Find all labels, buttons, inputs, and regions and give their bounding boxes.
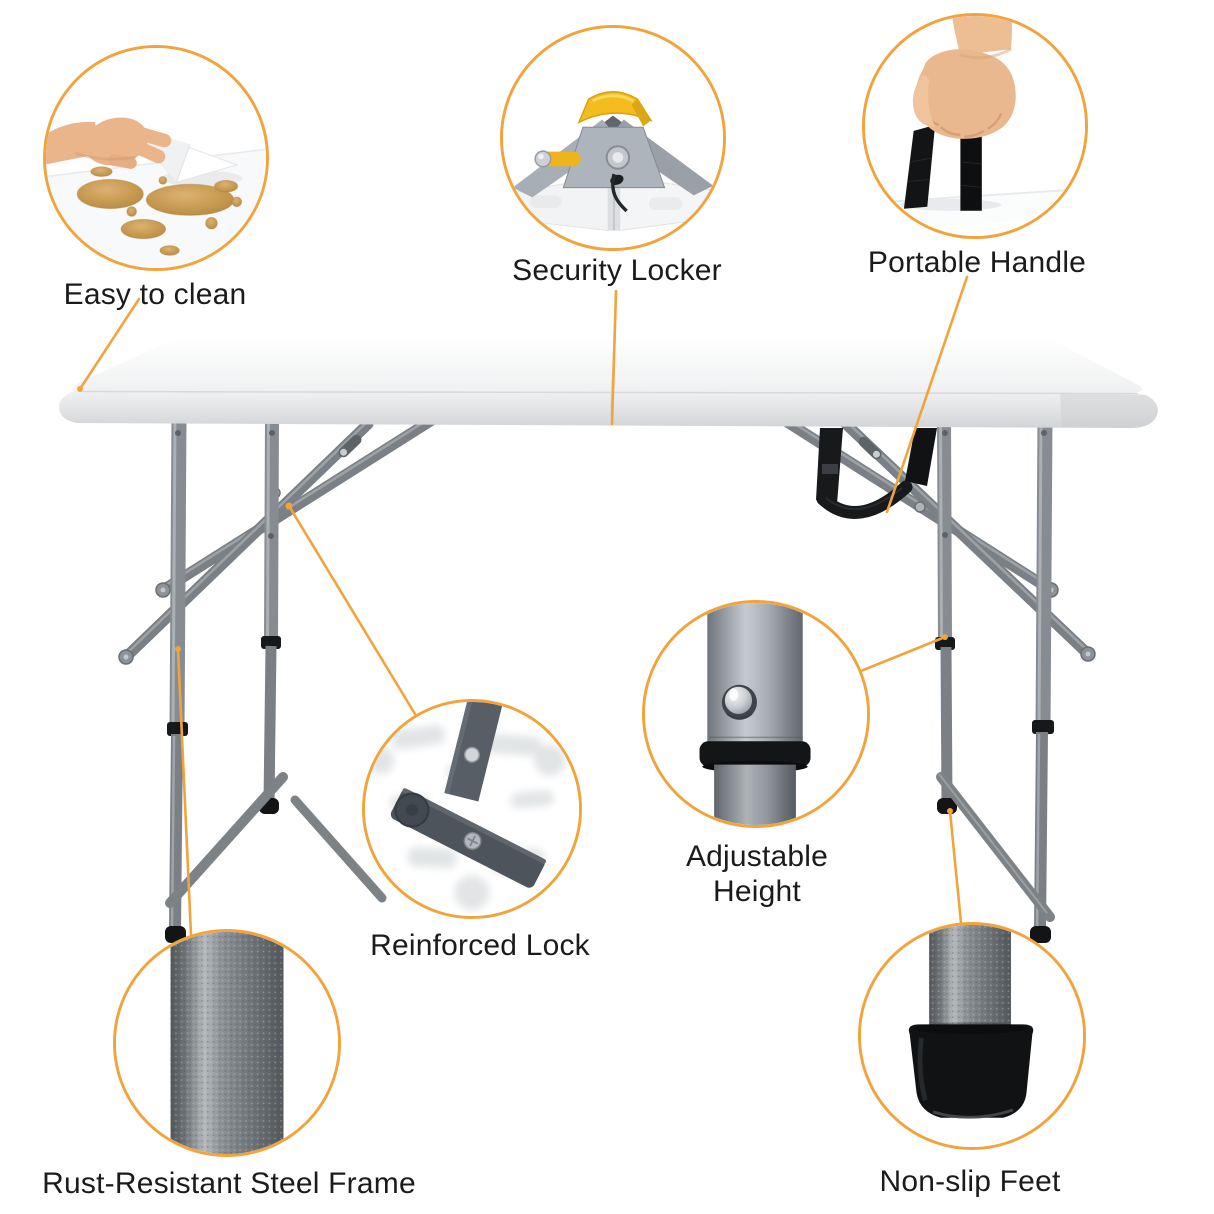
security-locker-icon [503,28,723,248]
table-top [59,337,1158,428]
lock-bar-upper [444,702,509,802]
leader-easy-clean [78,297,141,391]
security-locker-callout [500,25,726,251]
adjustable-height-icon [645,603,867,825]
adjustable-height-line1: Adjustable [685,840,829,873]
adjustable-height-label: Adjustable Height [627,839,887,909]
leg-lock-collar [1032,720,1054,734]
reinforced-lock-callout [362,699,582,919]
leader-reinforced-lock [287,504,417,716]
reinforced-lock-icon [365,702,579,916]
adjustable-height-line2: Height [713,875,801,908]
steel-frame-icon [116,932,338,1154]
easy-to-clean-label: Easy to clean [63,278,247,311]
non-slip-foot-icon [861,925,1083,1147]
hand [912,16,1016,139]
rust-resistant-label: Rust-Resistant Steel Frame [42,1167,416,1200]
leader-security-locker [610,289,618,426]
leader-rust-resistant [176,647,193,937]
portable-handle-callout [862,13,1088,239]
strap-loops [903,125,982,211]
leader-lines [77,275,969,937]
portable-handle-icon [865,16,1085,236]
height-lock-collar [699,741,811,767]
leg-lock-collar [261,636,281,649]
wipe-clean-icon [46,48,266,268]
carry-strap [816,428,937,519]
leader-portable-handle [885,275,969,514]
hand [46,117,172,169]
adjustable-height-callout [642,600,870,828]
foot-cap [1030,926,1051,943]
reinforced-lock-label: Reinforced Lock [370,929,590,962]
lock-bar-arm [390,788,546,888]
leg-lock-collar [167,722,188,736]
rubber-foot [908,1024,1034,1118]
non-slip-feet-label: Non-slip Feet [879,1165,1061,1198]
easy-to-clean-callout [43,45,269,271]
portable-handle-label: Portable Handle [867,246,1087,279]
table-legs [165,417,1055,943]
non-slip-feet-callout [858,922,1086,1150]
leader-adjustable-height [859,635,947,673]
rust-resistant-callout [113,929,341,1157]
security-locker-label: Security Locker [512,254,722,287]
leader-non-slip [948,809,963,925]
